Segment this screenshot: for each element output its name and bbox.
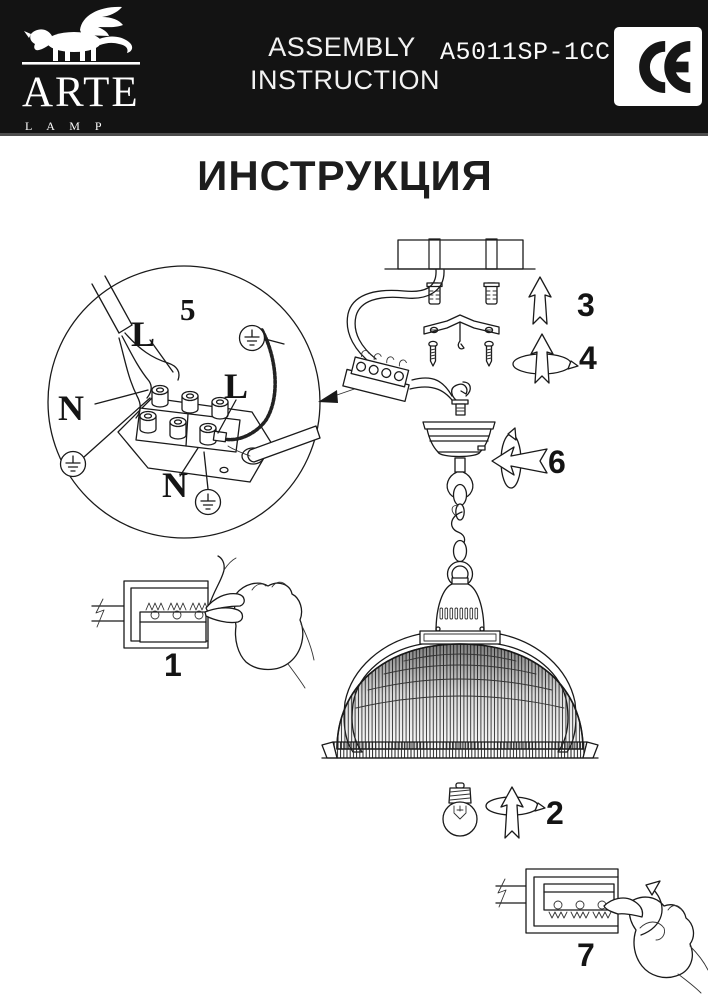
leader-lines [83, 338, 285, 490]
step7-label: 7 [577, 937, 595, 973]
step5-label: 5 [180, 292, 196, 327]
step1-wiring: 1 [91, 555, 315, 689]
wire-clamps [548, 900, 612, 919]
step1-label: 1 [164, 647, 182, 683]
neutral-label-2: N [162, 465, 188, 505]
step2-label: 2 [546, 795, 564, 831]
mains-cable [346, 269, 445, 365]
cable-break-symbol [95, 598, 105, 628]
chain [446, 483, 474, 595]
earth-ground-icon [238, 324, 266, 352]
assembly-diagram: 5 L L N N [47, 238, 708, 994]
step7-wiring: 7 [495, 868, 708, 994]
winged-lion-icon [22, 6, 140, 65]
step4-rotate-arrow-icon [512, 333, 579, 384]
brand-logo: ARTE L A M P [22, 4, 146, 134]
shade-rim [321, 741, 599, 759]
step3-label: 3 [577, 287, 595, 323]
mounting-bracket [423, 314, 500, 350]
assembly-instruction-heading: ASSEMBLY INSTRUCTION [250, 31, 440, 97]
mains-cable-detail [91, 275, 133, 334]
release-arrow-icon [640, 880, 663, 936]
cable-break-symbol [497, 878, 507, 908]
ce-mark-icon: CE [614, 27, 702, 106]
live-label-1: L [131, 314, 155, 354]
light-bulb-icon [442, 782, 478, 837]
lamp-shade [321, 643, 599, 759]
model-number: A5011SP-1CC [440, 38, 611, 67]
page-title: ИНСТРУКЦИЯ [197, 152, 493, 199]
wire-clamps [145, 602, 209, 620]
hook-assembly [451, 381, 471, 416]
earth-clamp [212, 430, 228, 443]
assembly-line1: ASSEMBLY [268, 32, 416, 62]
hand-step1 [204, 581, 315, 689]
lamp-holder [435, 577, 485, 633]
header-bar: ARTE L A M P ASSEMBLY INSTRUCTION A5011S… [0, 0, 708, 136]
wiring-detail-view: 5 L L N N [47, 265, 321, 539]
fixture-wires [409, 377, 456, 405]
assembly-line2: INSTRUCTION [250, 65, 440, 95]
step2-rotate-arrow-icon [485, 786, 546, 839]
terminal-block-detail [135, 384, 241, 453]
fixture-cable-detail [227, 425, 321, 463]
step6-rotate-arrow-icon [491, 427, 548, 489]
live-label-2: L [224, 366, 248, 406]
step4-label: 4 [579, 340, 597, 376]
detail-wires [118, 332, 180, 419]
brand-name: ARTE [22, 69, 140, 116]
step6-label: 6 [548, 444, 566, 480]
terminal-block-main [342, 350, 410, 403]
neutral-label-1: N [58, 388, 84, 428]
ceiling [384, 238, 536, 270]
step3-up-arrow-icon [528, 276, 552, 325]
hand-step7 [603, 896, 708, 994]
wall-plug-anchors [426, 282, 500, 305]
screw-terminals [139, 384, 229, 446]
earth-ground-icon [194, 488, 222, 516]
vent-slots [439, 607, 479, 620]
mounting-screws [428, 340, 494, 367]
earth-braid-wire [222, 328, 277, 442]
brand-subname: L A M P [25, 119, 108, 133]
earth-ground-icon [59, 450, 87, 478]
